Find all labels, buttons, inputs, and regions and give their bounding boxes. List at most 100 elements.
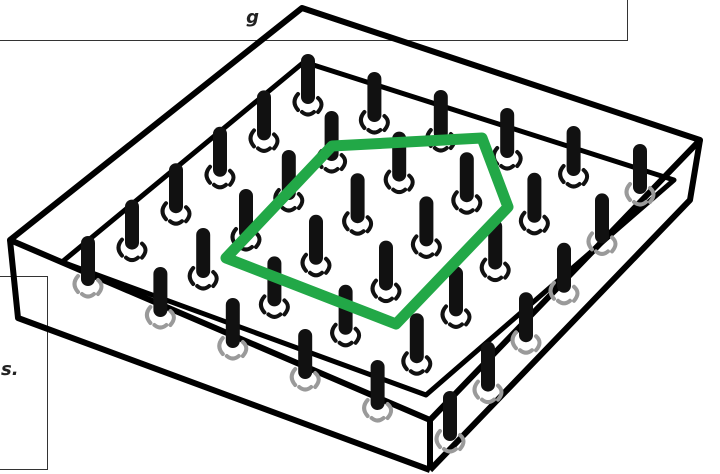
peg-icon	[300, 214, 332, 278]
peg-shadow-right	[353, 326, 362, 345]
peg-shadow-right	[572, 284, 580, 303]
peg-shadow-bottom	[308, 270, 324, 278]
peg-body	[557, 242, 571, 293]
peg-shadow-left	[300, 252, 308, 273]
peg-shadow-bottom	[256, 146, 272, 153]
peg-shadow-right	[211, 270, 219, 288]
peg-shadow-bottom	[349, 229, 366, 236]
peg-body	[481, 341, 495, 392]
peg-shadow-right	[254, 231, 262, 249]
peg-shadow-right	[407, 173, 415, 192]
peg-shadow-left	[410, 234, 419, 255]
peg-shadow-right	[282, 298, 290, 317]
peg-shadow-bottom	[391, 187, 408, 195]
peg-body	[527, 172, 542, 223]
caption-box-top: g	[0, 0, 628, 41]
peg-body	[419, 196, 434, 247]
peg-icon	[204, 126, 236, 190]
peg-icon	[330, 284, 362, 348]
peg-shadow-left	[258, 294, 267, 315]
peg-body	[298, 329, 313, 379]
peg-shadow-left	[401, 351, 409, 372]
peg-shadow-bottom	[480, 397, 496, 405]
peg-shadow-left	[548, 280, 556, 301]
peg-icon	[116, 199, 148, 263]
peg-shadow-bottom	[168, 219, 184, 226]
peg-shadow-right	[458, 433, 466, 451]
peg-shadow-bottom	[487, 275, 504, 283]
peg-shadow-bottom	[337, 340, 354, 348]
peg-shadow-bottom	[80, 292, 96, 299]
peg-shadow-right	[385, 402, 394, 420]
peg-shadow-right	[184, 205, 192, 224]
peg-icon	[258, 256, 290, 319]
peg-body	[633, 144, 647, 194]
peg-shadow-right	[610, 235, 618, 254]
peg-body	[153, 267, 168, 317]
peg-shadow-right	[581, 168, 590, 186]
peg-shadow-bottom	[297, 385, 314, 392]
peg-shadow-bottom	[266, 312, 283, 319]
peg-shadow-left	[217, 336, 225, 356]
peg-body	[169, 163, 183, 214]
peg-body	[433, 90, 448, 140]
peg-icon	[292, 54, 324, 117]
peg-body	[566, 126, 581, 176]
peg-shadow-right	[434, 238, 442, 257]
peg-icon	[440, 266, 472, 329]
peg-shadow-right	[394, 282, 402, 301]
peg-icon	[358, 72, 390, 135]
peg-shadow-bottom	[212, 182, 228, 190]
peg-shadow-left	[160, 201, 168, 222]
peg-shadow-left	[558, 164, 566, 184]
peg-shadow-left	[383, 169, 392, 190]
peg-shadow-right	[240, 340, 249, 358]
peg-shadow-bottom	[300, 110, 316, 117]
board-left-side	[7, 239, 432, 473]
peg-icon	[370, 240, 402, 304]
peg-shadow-bottom	[378, 296, 394, 304]
caption-top-text: g	[246, 7, 259, 28]
peg-shadow-left	[479, 257, 488, 278]
peg-shadow-bottom	[565, 182, 582, 189]
peg-icon	[451, 152, 483, 215]
peg-icon	[548, 242, 580, 306]
peg-body	[595, 193, 609, 244]
peg-shadow-right	[168, 309, 176, 327]
peg-icon	[72, 236, 104, 299]
peg-shadow-left	[292, 92, 300, 112]
peg-shadow-right	[382, 114, 390, 132]
peg-shadow-bottom	[442, 447, 458, 454]
peg-shadow-bottom	[518, 348, 534, 355]
peg-shadow-right	[534, 334, 542, 353]
peg-shadow-left	[586, 231, 594, 252]
peg-shadow-left	[362, 398, 370, 418]
peg-icon	[472, 341, 504, 405]
peg-shadow-left	[204, 164, 212, 185]
peg-shadow-left	[510, 330, 518, 351]
peg-body	[196, 228, 211, 278]
peg-shadow-left	[330, 322, 338, 343]
peg-body	[379, 240, 393, 291]
peg-shadow-left	[342, 211, 350, 232]
peg-shadow-bottom	[323, 167, 340, 174]
peg-shadow-right	[424, 355, 433, 374]
peg-shadow-bottom	[224, 354, 241, 361]
peg-shadow-bottom	[594, 249, 610, 256]
peg-shadow-right	[365, 215, 374, 234]
peg-icon	[518, 172, 550, 236]
peg-shadow-left	[289, 367, 298, 387]
peg-body	[213, 126, 227, 177]
peg-body	[519, 292, 533, 343]
peg-icon	[434, 391, 466, 454]
peg-shadow-bottom	[195, 284, 212, 291]
peg-body	[225, 298, 240, 348]
caption-box-left: s.	[0, 276, 48, 470]
peg-shadow-left	[144, 305, 153, 325]
peg-shadow-left	[72, 274, 80, 294]
peg-shadow-left	[248, 128, 256, 149]
peg-shadow-right	[228, 168, 236, 187]
peg-shadow-bottom	[280, 206, 297, 213]
peg-shadow-left	[116, 237, 124, 258]
